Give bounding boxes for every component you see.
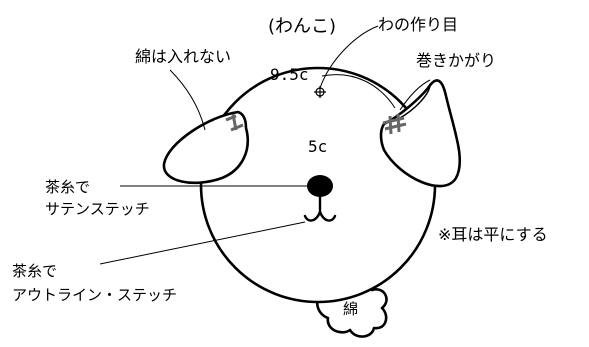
label-head-width: 9.5c: [270, 65, 309, 84]
right-ear-fold-line: [399, 85, 431, 119]
left-ear-stitches: [225, 113, 244, 132]
label-mouth-line1: 茶糸で: [12, 262, 57, 280]
label-center: 5c: [308, 137, 327, 156]
leader-head-width: [321, 74, 396, 109]
leader-mouth: [99, 221, 306, 265]
label-ear-note: ※耳は平にする: [438, 225, 548, 244]
label-curl: 巻きかがり: [416, 51, 496, 70]
leader-seam-line: [319, 25, 379, 89]
leader-curl: [399, 79, 431, 111]
label-nose-line2: サテンステッチ: [45, 200, 150, 218]
label-mouth-line2: アウトライン・ステッチ: [12, 286, 177, 304]
label-nose-line1: 茶糸で: [45, 178, 90, 196]
label-no-stuffing: 綿は入れない: [135, 47, 231, 66]
leader-no-stuffing: [169, 69, 206, 131]
label-stuffing: 綿: [343, 300, 358, 318]
nose: [307, 175, 333, 197]
right-ear-stitches: [382, 113, 407, 135]
left-ear: [162, 110, 249, 185]
diagram-title: (わんこ): [268, 16, 336, 37]
label-seam-line: わの作り目: [378, 15, 458, 34]
mouth: [303, 195, 337, 222]
right-ear: [379, 79, 462, 188]
